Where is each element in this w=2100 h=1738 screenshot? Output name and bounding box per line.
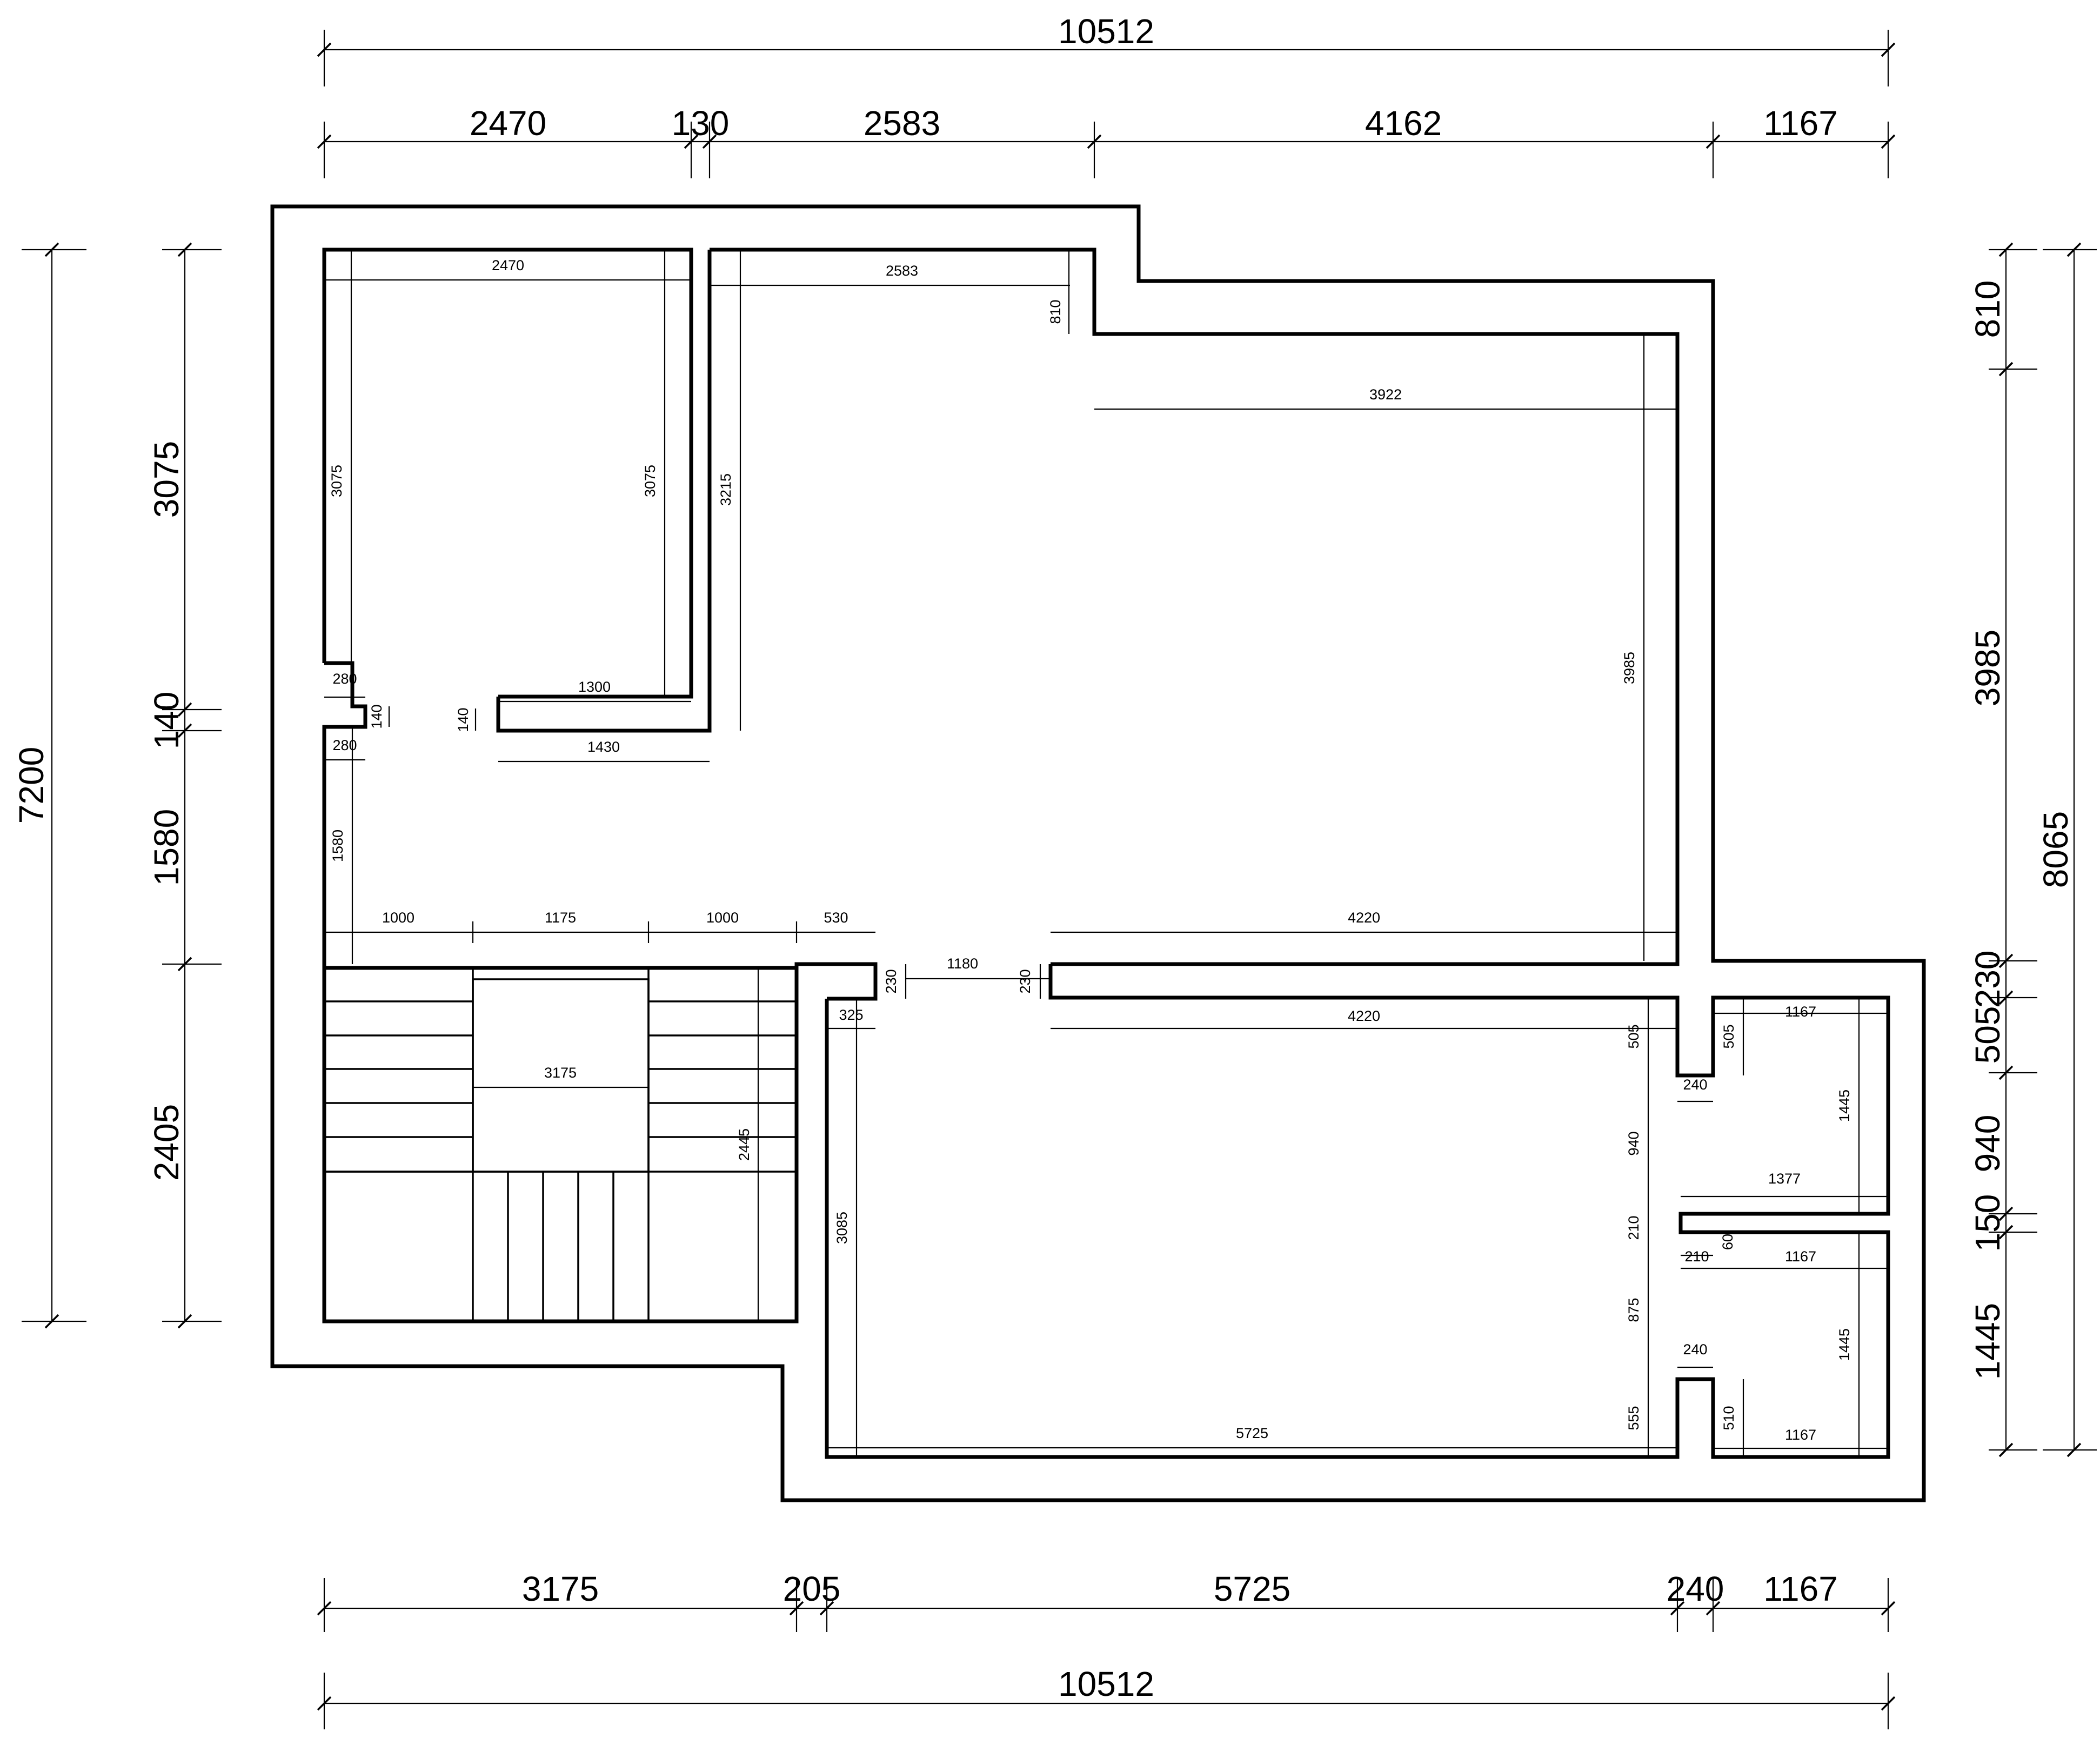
- label-4220-bottom: 4220: [1348, 1008, 1380, 1024]
- room-c-wall: [825, 964, 1890, 1459]
- left-seg-2: 140: [147, 692, 186, 750]
- label-1445-top: 1445: [1836, 1089, 1852, 1122]
- label-4220-top: 4220: [1348, 910, 1380, 926]
- bottom-seg-3: 5725: [1214, 1569, 1290, 1608]
- top-total-label: 10512: [1058, 12, 1154, 51]
- label-1377: 1377: [1768, 1171, 1801, 1187]
- inner-labels: 2470 2583 810 3922 3075 3075 3215 3985 2…: [329, 257, 1852, 1443]
- bottom-seg-2: 205: [783, 1569, 841, 1608]
- label-3985: 3985: [1621, 652, 1637, 684]
- right-seg-7: 1445: [1968, 1303, 2007, 1380]
- label-505-right: 505: [1721, 1024, 1737, 1048]
- label-555: 555: [1626, 1406, 1642, 1430]
- label-1167-top: 1167: [1785, 1004, 1816, 1020]
- label-210-h: 210: [1684, 1248, 1709, 1265]
- top-seg-4: 4162: [1365, 104, 1442, 143]
- inner-dimensions: [324, 250, 1888, 1457]
- label-230-right: 230: [1017, 969, 1033, 993]
- room-b-inner-wall: [496, 250, 712, 733]
- label-530: 530: [824, 910, 848, 926]
- label-940: 940: [1626, 1131, 1642, 1155]
- left-seg-1: 3075: [147, 441, 186, 518]
- stair-block-wall: [322, 962, 878, 1323]
- left-seg-3: 1580: [147, 809, 186, 886]
- label-3215: 3215: [718, 473, 734, 506]
- label-1167-mid: 1167: [1785, 1248, 1816, 1265]
- overall-dimensions: [22, 30, 2097, 1729]
- right-total-label: 8065: [2036, 811, 2075, 888]
- walls: [270, 204, 1926, 1502]
- top-seg-2: 130: [672, 104, 730, 143]
- right-seg-4: 505: [1968, 1006, 2007, 1064]
- overall-labels: 10512 2470 130 2583 4162 1167 3175 205 5…: [12, 12, 2075, 1703]
- label-2445-stair: 2445: [736, 1128, 752, 1161]
- left-total-label: 7200: [12, 747, 51, 824]
- label-1580: 1580: [330, 830, 346, 862]
- label-60: 60: [1720, 1234, 1736, 1250]
- label-2470: 2470: [492, 257, 524, 273]
- right-seg-2: 3985: [1968, 630, 2007, 706]
- label-280-top: 280: [332, 671, 357, 687]
- label-1180: 1180: [947, 955, 978, 972]
- label-240-top: 240: [1683, 1077, 1707, 1093]
- label-3075-left: 3075: [329, 465, 345, 497]
- right-seg-3: 230: [1968, 951, 2007, 1008]
- label-210-v: 210: [1626, 1215, 1642, 1240]
- top-seg-5: 1167: [1763, 104, 1838, 143]
- left-seg-4: 2405: [147, 1104, 186, 1181]
- label-1000-b: 1000: [706, 910, 739, 926]
- bottom-seg-1: 3175: [522, 1569, 599, 1608]
- label-3075-right: 3075: [642, 465, 658, 497]
- label-5725: 5725: [1236, 1425, 1268, 1441]
- label-1445-bottom: 1445: [1836, 1328, 1852, 1361]
- top-seg-3: 2583: [864, 104, 940, 143]
- label-1000-a: 1000: [382, 910, 414, 926]
- left-nib-wall: [322, 661, 367, 968]
- label-280-bottom: 280: [332, 737, 357, 753]
- exterior-wall: [270, 204, 1926, 1502]
- right-seg-6: 150: [1968, 1194, 2007, 1252]
- label-230-left: 230: [883, 969, 899, 993]
- label-140-wall: 140: [455, 707, 471, 732]
- right-seg-1: 810: [1968, 280, 2007, 338]
- room-a-wall: [322, 248, 693, 699]
- bottom-total-label: 10512: [1058, 1665, 1154, 1703]
- label-510: 510: [1721, 1406, 1737, 1430]
- label-3085: 3085: [834, 1212, 850, 1244]
- label-3175-stair: 3175: [544, 1065, 577, 1081]
- label-3922: 3922: [1369, 386, 1402, 403]
- label-875: 875: [1626, 1298, 1642, 1322]
- stairs: [324, 967, 797, 1321]
- bottom-seg-4: 240: [1667, 1569, 1724, 1608]
- bottom-seg-5: 1167: [1763, 1569, 1838, 1608]
- label-2583: 2583: [886, 263, 918, 279]
- label-325: 325: [839, 1007, 863, 1023]
- label-1175: 1175: [545, 910, 576, 926]
- label-1167-bottom: 1167: [1785, 1427, 1816, 1443]
- right-seg-5: 940: [1968, 1115, 2007, 1173]
- label-240-bottom: 240: [1683, 1341, 1707, 1358]
- top-seg-1: 2470: [470, 104, 546, 143]
- label-505-left: 505: [1626, 1024, 1642, 1048]
- label-810: 810: [1047, 299, 1064, 324]
- label-1300: 1300: [578, 679, 611, 695]
- room-b-wall: [710, 248, 1680, 966]
- label-140-nib: 140: [369, 704, 385, 728]
- label-1430: 1430: [587, 739, 620, 755]
